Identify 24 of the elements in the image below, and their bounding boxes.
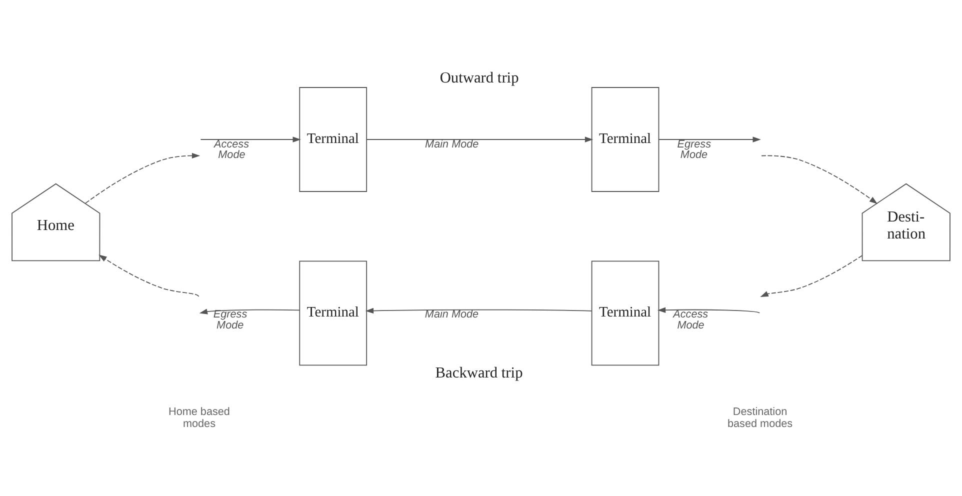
arrow [200,136,301,142]
arrow [760,254,863,297]
arrow [199,308,300,314]
edge-label: Access Mode [673,308,708,332]
label: Destination based modes [727,406,793,430]
edge-label: Egress Mode [213,308,248,332]
edge-label: Access Mode [214,138,250,161]
arrow [657,306,760,313]
arrow [658,136,761,142]
arrow [761,154,878,204]
label: Backward trip [435,364,523,381]
node-box: Terminal [299,260,368,366]
arrow [98,254,200,296]
arrow [365,307,592,314]
arrow [366,136,594,142]
label: Outward trip [440,69,519,86]
edge-label: Main Mode [425,138,479,150]
node-box: Terminal [299,86,368,192]
node-box: Terminal [591,260,660,366]
label: Home based modes [168,406,230,430]
edge-label: Main Mode [424,308,479,320]
edge-label: Egress Mode [677,138,712,161]
node-box: Terminal [591,86,660,192]
arrow [85,152,200,204]
